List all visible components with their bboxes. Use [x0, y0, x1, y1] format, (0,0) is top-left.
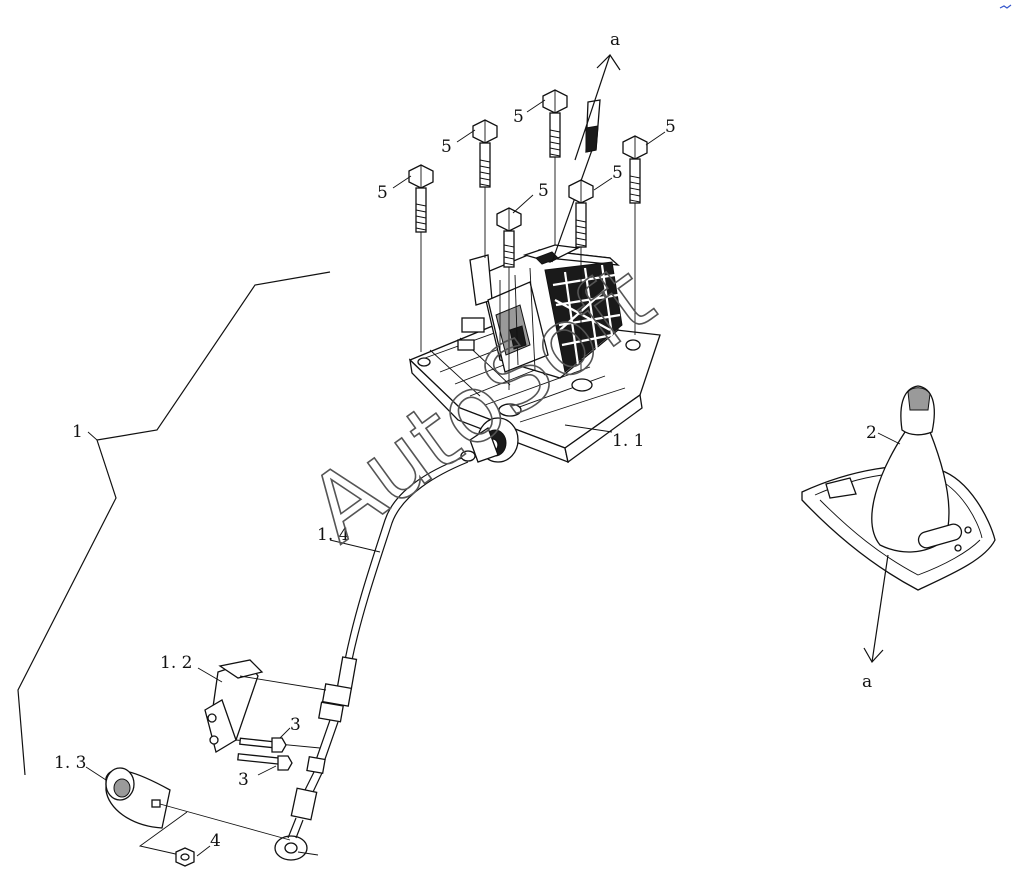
- screw-6: [622, 135, 648, 335]
- label-2: 2: [866, 423, 877, 443]
- label-1-4: 1. 4: [317, 525, 349, 545]
- bracket: [204, 659, 327, 754]
- label-screw-1: 5: [377, 183, 388, 203]
- shift-cable: [344, 457, 463, 661]
- label-1: 1: [72, 422, 83, 442]
- label-3b: 3: [238, 770, 249, 790]
- label-1-1: 1. 1: [612, 431, 644, 451]
- screw-2: [472, 119, 498, 258]
- label-1-3: 1. 3: [54, 753, 86, 773]
- cable-connector: [460, 417, 519, 463]
- label-1-2: 1. 2: [160, 653, 192, 673]
- label-screw-2: 5: [441, 137, 452, 157]
- screw-1: [408, 164, 434, 352]
- cable-end-cap: [105, 767, 291, 856]
- label-4: 4: [210, 831, 221, 851]
- screw-3: [542, 89, 568, 245]
- arrow-down: [863, 554, 889, 664]
- corner-mark: [999, 4, 1012, 9]
- screw-4: [496, 207, 522, 390]
- arrow-up: [574, 54, 621, 161]
- cable-lower: [274, 656, 358, 861]
- assembly-1-outline: [17, 271, 331, 776]
- label-screw-4: 5: [538, 181, 549, 201]
- shift-lever-housing: [408, 244, 661, 464]
- screw-5: [568, 179, 594, 370]
- label-1-leader: [87, 431, 98, 441]
- label-screw-3: 5: [513, 107, 524, 127]
- bolt-b: [237, 753, 293, 771]
- label-screw-6: 5: [665, 117, 676, 137]
- arrow-up-label: a: [610, 30, 620, 50]
- arrow-down-label: a: [862, 672, 872, 692]
- bolt-a: [239, 737, 287, 753]
- gear-knob-boot: [801, 385, 996, 591]
- nut: [175, 847, 195, 867]
- label-screw-5: 5: [612, 163, 623, 183]
- shift-rod: [551, 99, 601, 263]
- label-3a: 3: [290, 715, 301, 735]
